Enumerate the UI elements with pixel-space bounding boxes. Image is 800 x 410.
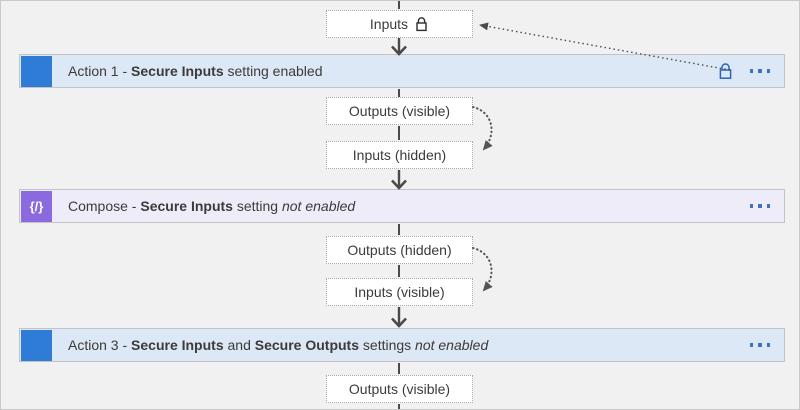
action-bar-label: Compose - Secure Inputs setting not enab…	[68, 198, 356, 214]
action-icon	[21, 56, 52, 87]
node-inputs-visible: Inputs (visible)	[326, 278, 473, 306]
dotted-curve-arrow	[472, 247, 493, 292]
node-label: Outputs (visible)	[348, 103, 451, 119]
node-outputs-visible-2: Outputs (visible)	[326, 375, 473, 403]
action-bar-compose[interactable]: {/} Compose - Secure Inputs setting not …	[19, 189, 785, 223]
action-icon	[21, 330, 52, 361]
more-menu-icon[interactable]	[749, 343, 770, 347]
down-arrow-icon	[391, 179, 407, 190]
compose-icon: {/}	[21, 191, 52, 222]
lock-icon	[717, 62, 734, 80]
node-label: Inputs (visible)	[354, 284, 445, 300]
node-inputs-top: Inputs	[326, 10, 473, 38]
action-bar-label: Action 1 - Secure Inputs setting enabled	[68, 63, 323, 79]
node-outputs-hidden: Outputs (hidden)	[326, 236, 473, 264]
node-label: Inputs (hidden)	[352, 147, 447, 163]
down-arrow-icon	[391, 45, 407, 56]
node-inputs-hidden: Inputs (hidden)	[326, 141, 473, 169]
node-label: Outputs (hidden)	[347, 242, 452, 258]
node-outputs-visible-1: Outputs (visible)	[326, 97, 473, 125]
more-menu-icon[interactable]	[749, 69, 770, 73]
lock-icon	[414, 16, 429, 32]
node-label: Outputs (visible)	[348, 381, 451, 397]
dotted-curve-arrow	[472, 106, 493, 151]
more-menu-icon[interactable]	[749, 204, 770, 208]
down-arrow-icon	[391, 317, 407, 328]
node-label: Inputs	[369, 16, 409, 32]
action-bar-action-1[interactable]: Action 1 - Secure Inputs setting enabled	[19, 54, 785, 88]
action-bar-label: Action 3 - Secure Inputs and Secure Outp…	[68, 337, 489, 353]
action-bar-action-3[interactable]: Action 3 - Secure Inputs and Secure Outp…	[19, 328, 785, 362]
